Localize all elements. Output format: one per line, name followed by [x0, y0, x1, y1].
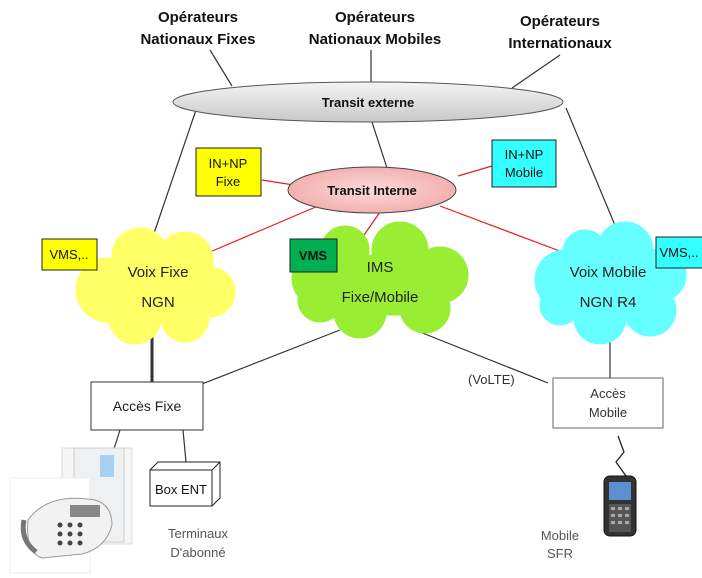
link-acces-fixe-ims — [201, 329, 341, 385]
acces-mobile-box: Accès Mobile — [552, 377, 664, 429]
svg-text:Voix Fixe: Voix Fixe — [128, 264, 189, 281]
ims-cloud: IMS Fixe/Mobile — [291, 221, 469, 339]
svg-text:Transit Interne: Transit Interne — [327, 183, 417, 198]
svg-text:Voix Mobile: Voix Mobile — [570, 264, 647, 281]
black-links — [111, 49, 623, 463]
svg-text:Terminaux: Terminaux — [168, 526, 228, 541]
subscriber-terminals-caption: Terminaux D'abonné — [168, 526, 228, 560]
mobile-sfr-caption: Mobile SFR — [541, 528, 579, 561]
transit-interne: Transit Interne — [287, 166, 457, 214]
svg-text:Accès Fixe: Accès Fixe — [113, 398, 182, 414]
svg-text:VMS: VMS — [299, 248, 328, 263]
red-link-voixfixe — [209, 205, 319, 253]
in-np-fixe-box: IN+NP Fixe — [195, 147, 262, 197]
transit-externe: Transit externe — [172, 81, 564, 123]
link-transit-externe-interne — [371, 121, 388, 169]
in-np-mobile-box: IN+NP Mobile — [491, 139, 557, 188]
svg-text:Opérateurs: Opérateurs — [335, 9, 415, 26]
red-link-in-mobile — [457, 165, 493, 177]
svg-text:Nationaux Fixes: Nationaux Fixes — [140, 31, 255, 48]
svg-text:Opérateurs: Opérateurs — [520, 13, 600, 30]
svg-text:Transit externe: Transit externe — [322, 95, 415, 110]
svg-text:Accès: Accès — [590, 386, 626, 401]
svg-text:Fixe/Mobile: Fixe/Mobile — [342, 289, 419, 306]
acces-fixe-box: Accès Fixe — [90, 381, 204, 431]
link-ims-acces-mobile — [419, 331, 549, 384]
volte-label: (VoLTE) — [468, 372, 515, 387]
link-operators-internationaux — [511, 54, 561, 89]
svg-text:Fixe: Fixe — [216, 174, 241, 189]
svg-text:NGN: NGN — [141, 294, 174, 311]
link-operators-fixes — [209, 49, 233, 87]
svg-text:Mobile: Mobile — [505, 165, 543, 180]
operators-fixes-label: Opérateurs Nationaux Fixes — [140, 9, 255, 48]
svg-text:D'abonné: D'abonné — [170, 545, 225, 560]
svg-text:Mobile: Mobile — [589, 405, 627, 420]
link-transit-voixfixe — [149, 109, 197, 246]
svg-text:VMS,..: VMS,.. — [49, 247, 88, 262]
voix-fixe-ngn-cloud: Voix Fixe NGN — [75, 227, 236, 345]
voix-mobile-ngn-r4-cloud: Voix Mobile NGN R4 — [534, 221, 687, 345]
svg-text:NGN R4: NGN R4 — [580, 294, 637, 311]
mobile-phone-image — [603, 475, 637, 537]
svg-text:IMS: IMS — [367, 259, 394, 276]
svg-text:Internationaux: Internationaux — [508, 35, 612, 52]
subscriber-terminal-image — [9, 447, 133, 574]
red-link-ims — [361, 211, 381, 239]
svg-text:VMS,..: VMS,.. — [659, 245, 698, 260]
vms-fixe-box: VMS,.. — [41, 238, 98, 271]
link-acces-box-ent — [182, 429, 187, 463]
svg-text:SFR: SFR — [547, 546, 573, 561]
vms-mobile-box: VMS,.. — [655, 236, 702, 269]
svg-text:IN+NP: IN+NP — [505, 147, 544, 162]
svg-text:IN+NP: IN+NP — [209, 156, 248, 171]
vms-ims-box: VMS — [289, 238, 338, 273]
operators-internationaux-label: Opérateurs Internationaux — [508, 13, 612, 52]
red-link-voixmobile — [439, 205, 566, 254]
svg-text:Mobile: Mobile — [541, 528, 579, 543]
svg-text:Opérateurs: Opérateurs — [158, 9, 238, 26]
svg-text:Nationaux Mobiles: Nationaux Mobiles — [309, 31, 442, 48]
operators-mobiles-label: Opérateurs Nationaux Mobiles — [309, 9, 442, 48]
svg-text:Box ENT: Box ENT — [155, 482, 207, 497]
link-transit-voixmobile — [565, 107, 623, 243]
box-ent: Box ENT — [149, 461, 221, 507]
